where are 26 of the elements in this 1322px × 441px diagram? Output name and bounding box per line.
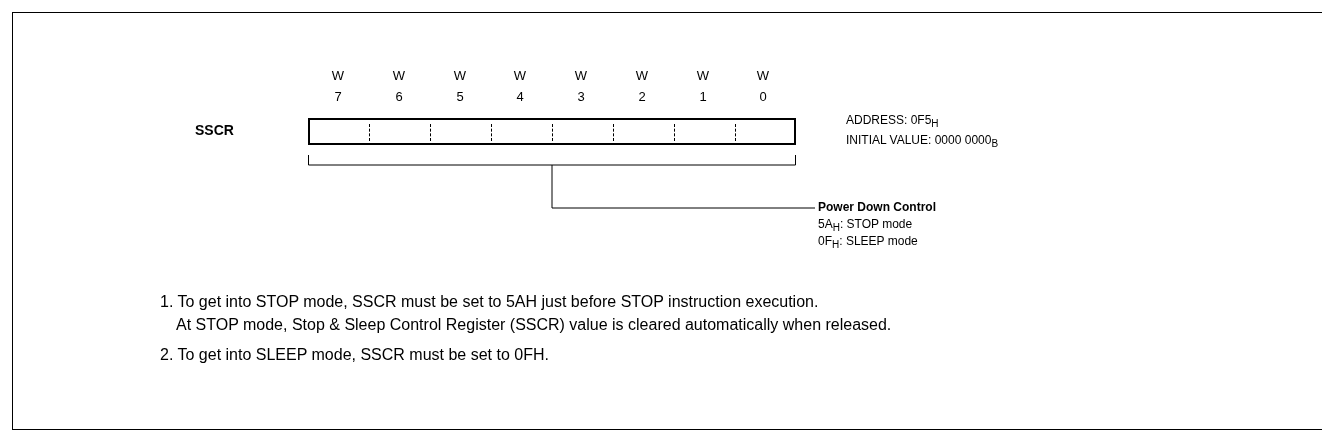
bit-number: 5 [456, 89, 464, 105]
access-type: W [696, 68, 710, 84]
access-type: W [756, 68, 770, 84]
note: 1. To get into STOP mode, SSCR must be set to 5AH just before STOP instruction execution. [160, 292, 819, 311]
access-type: W [513, 68, 527, 84]
register-info: INITIAL VALUE: 0000 0000$_{B}$ [846, 133, 999, 152]
access-type: W [453, 68, 467, 84]
bit-number: 1 [699, 89, 707, 105]
value-description: 5A$_{H}$: STOP mode [818, 217, 913, 236]
register-name: SSCR [195, 122, 234, 139]
access-type: W [392, 68, 406, 84]
bit-number: 2 [638, 89, 646, 105]
bit-number: 4 [516, 89, 524, 105]
leader-line [551, 164, 816, 209]
bit-number: 6 [395, 89, 403, 105]
access-type: W [635, 68, 649, 84]
bit-number: 0 [759, 89, 767, 105]
access-type: W [331, 68, 345, 84]
access-type: W [574, 68, 588, 84]
bit-number: 7 [334, 89, 342, 105]
register-info: ADDRESS: 0F5$_{H}$ [846, 113, 939, 132]
note: 2. To get into SLEEP mode, SSCR must be set to 0FH. [160, 345, 549, 364]
bit-number: 3 [577, 89, 585, 105]
value-description: 0F$_{H}$: SLEEP mode [818, 234, 918, 253]
heading: Power Down Control [818, 200, 936, 214]
note: At STOP mode, Stop & Sleep Control Register (SSCR) value is cleared automatically when released. [176, 315, 892, 334]
